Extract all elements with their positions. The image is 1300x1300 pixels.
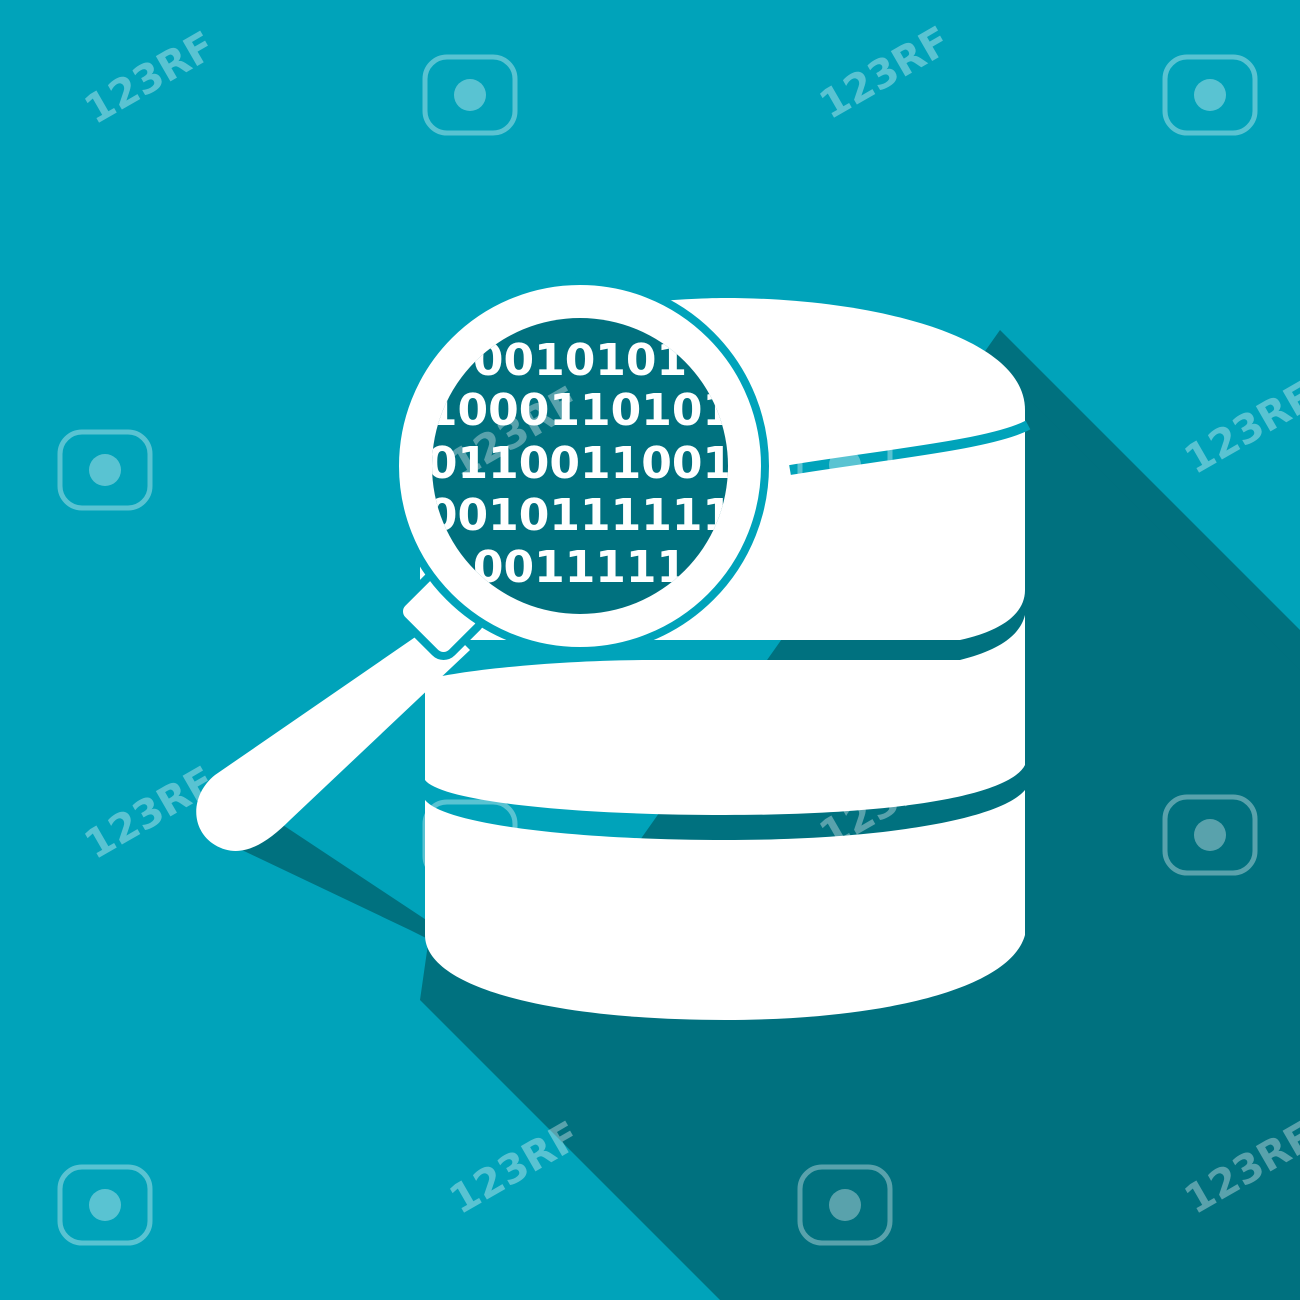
long-shadow-body: [420, 380, 1300, 1300]
watermark-camera-icon: [422, 54, 518, 136]
watermark-camera-icon: [422, 799, 518, 881]
watermark-camera-icon: [797, 424, 893, 506]
watermark-camera-icon: [797, 1164, 893, 1246]
watermark-camera-icon: [1162, 54, 1258, 136]
binary-row: 0010111111: [427, 490, 733, 541]
watermark-camera-icon: [57, 429, 153, 511]
binary-row: 0010101: [473, 335, 687, 386]
binary-row: 1000110101: [427, 385, 733, 436]
binary-row: 0110011001: [427, 438, 733, 489]
watermark-camera-icon: [57, 1164, 153, 1246]
lens: [432, 318, 728, 614]
watermark-camera-icon: [1162, 794, 1258, 876]
binary-row: 0011111: [473, 542, 687, 593]
magnifier-icon: 0010101100011010101100110010010111111001…: [196, 277, 769, 851]
binary-digits: 0010101100011010101100110010010111111001…: [427, 335, 733, 593]
